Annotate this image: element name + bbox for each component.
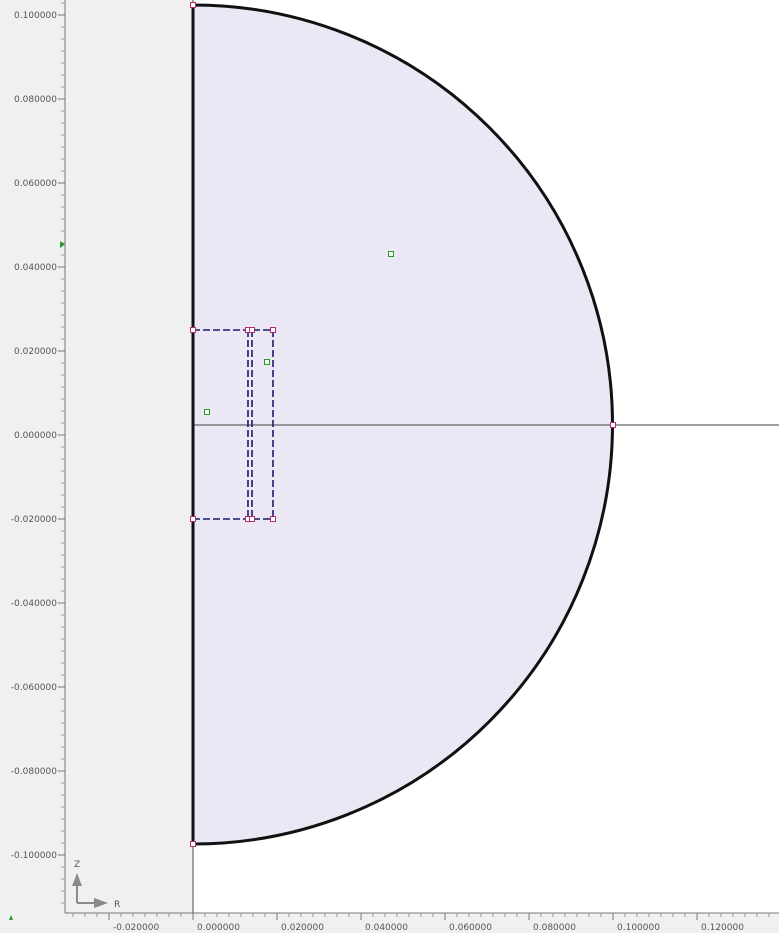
ruler-bottom-tick-label: 0.000000: [197, 923, 240, 933]
ruler-left-tick-label: -0.020000: [11, 515, 57, 525]
rz-axis-triad-icon: Z R: [72, 860, 120, 910]
ruler-bottom-tick-label: 0.060000: [449, 923, 492, 933]
ruler-bottom-tick-label: 0.080000: [533, 923, 576, 933]
square-label-icon[interactable]: [264, 359, 270, 365]
ruler-left-tick-label: 0.040000: [14, 263, 57, 273]
ruler-left-tick-label: 0.100000: [14, 11, 57, 21]
inner-region-boundaries[interactable]: [193, 329, 274, 520]
ruler-bottom-background: [0, 913, 779, 933]
triangle-marker-icon: [60, 241, 65, 248]
ruler-left-tick-label: -0.080000: [11, 767, 57, 777]
triad-r-label: R: [114, 900, 120, 910]
ruler-left-tick-label: -0.040000: [11, 599, 57, 609]
ruler-left-ticks: 0.100000 0.080000 0.060000 0.040000 0.020000…: [11, 2, 65, 904]
block-labels[interactable]: [204, 251, 394, 415]
square-vertex-icon[interactable]: [190, 327, 196, 333]
square-label-icon[interactable]: [204, 409, 210, 415]
square-vertex-icon[interactable]: [190, 2, 196, 8]
ruler-bottom-tick-label: 0.120000: [701, 923, 744, 933]
ruler-bottom-ticks: -0.020000 0.000000 0.020000 0.040000 0.06000…: [72, 913, 770, 933]
square-vertex-icon[interactable]: [610, 422, 616, 428]
ruler-bottom-tick-label: 0.040000: [365, 923, 408, 933]
ruler-bottom-tick-label: 0.100000: [617, 923, 660, 933]
ruler-left-tick-label: -0.060000: [11, 683, 57, 693]
vertices[interactable]: [190, 2, 616, 847]
square-label-icon[interactable]: [388, 251, 394, 257]
ruler-left-tick-label: 0.080000: [14, 95, 57, 105]
square-vertex-icon[interactable]: [190, 516, 196, 522]
triangle-marker-icon: [9, 915, 13, 920]
ruler-left-background: [0, 0, 193, 913]
ruler-left-tick-label: -0.100000: [11, 851, 57, 861]
square-vertex-icon[interactable]: [190, 841, 196, 847]
ruler-left-tick-label: 0.060000: [14, 179, 57, 189]
square-vertex-icon[interactable]: [270, 516, 276, 522]
ruler-bottom-tick-label: -0.020000: [113, 923, 159, 933]
ruler-left-tick-label: 0.020000: [14, 347, 57, 357]
triad-z-label: Z: [74, 860, 80, 870]
square-vertex-icon[interactable]: [249, 327, 255, 333]
ruler-left-tick-label: 0.000000: [14, 431, 57, 441]
square-vertex-icon[interactable]: [249, 516, 255, 522]
ruler-bottom-tick-label: 0.020000: [281, 923, 324, 933]
square-vertex-icon[interactable]: [270, 327, 276, 333]
